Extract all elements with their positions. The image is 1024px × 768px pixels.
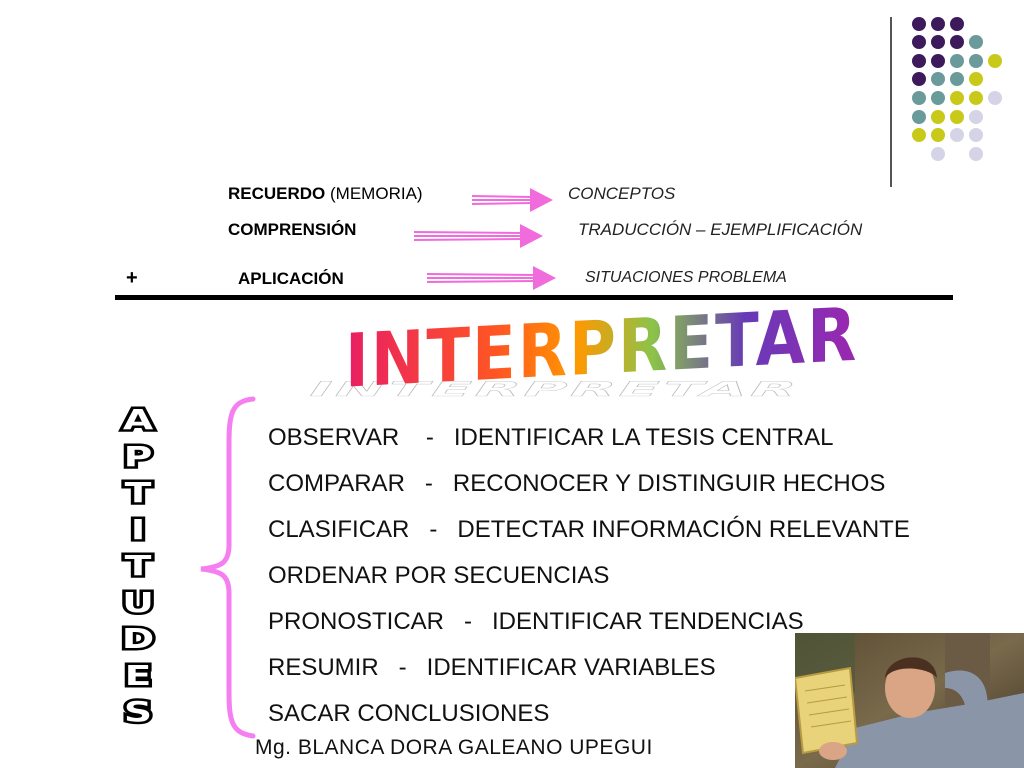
result-situaciones: SITUACIONES PROBLEMA — [585, 269, 787, 286]
level-recuerdo: RECUERDO (MEMORIA) — [228, 184, 423, 204]
dot — [950, 17, 964, 31]
dot — [969, 54, 983, 68]
level-comprension: COMPRENSIÓN — [228, 220, 356, 240]
list-item: ORDENAR POR SECUENCIAS — [268, 562, 610, 589]
side-letter: T — [121, 474, 155, 512]
dot — [969, 128, 983, 142]
list-item: PRONOSTICAR - IDENTIFICAR TENDENCIAS — [268, 608, 804, 635]
level-label: APLICACIÓN — [238, 269, 344, 288]
curly-brace — [200, 396, 256, 739]
side-letter: I — [127, 510, 149, 548]
dot — [912, 91, 926, 105]
side-letter: T — [121, 547, 155, 585]
dot — [969, 91, 983, 105]
dot — [931, 128, 945, 142]
vertical-divider — [890, 17, 892, 187]
list-item: CLASIFICAR - DETECTAR INFORMACIÓN RELEVA… — [268, 516, 910, 543]
arrow-icon — [426, 266, 556, 290]
result-traduccion: TRADUCCIÓN – EJEMPLIFICACIÓN — [578, 220, 863, 239]
level-aplicacion: APLICACIÓN — [238, 269, 344, 289]
side-letter: E — [121, 656, 155, 694]
dot — [988, 91, 1002, 105]
person-reading-icon — [795, 633, 1024, 768]
plus-sign: + — [126, 267, 138, 289]
dot — [912, 110, 926, 124]
photo-person-reading — [795, 633, 1024, 768]
dot — [931, 54, 945, 68]
dot — [931, 35, 945, 49]
arrow-icon — [413, 224, 543, 248]
dot — [950, 54, 964, 68]
dot — [931, 91, 945, 105]
dot — [969, 35, 983, 49]
result-conceptos: CONCEPTOS — [568, 184, 676, 203]
side-letter: S — [120, 693, 155, 731]
dot — [931, 110, 945, 124]
dot — [988, 54, 1002, 68]
level-label: RECUERDO — [228, 184, 326, 203]
dot — [912, 35, 926, 49]
level-label: COMPRENSIÓN — [228, 220, 357, 239]
dot — [931, 17, 945, 31]
dot — [950, 72, 964, 86]
aptitudes-list: OBSERVAR - IDENTIFICAR LA TESIS CENTRAL … — [268, 420, 910, 742]
list-item: COMPARAR - RECONOCER Y DISTINGUIR HECHOS — [268, 470, 886, 497]
dot — [912, 128, 926, 142]
dot — [969, 110, 983, 124]
level-extra: (MEMORIA) — [325, 184, 423, 203]
dot — [950, 110, 964, 124]
dot — [912, 72, 926, 86]
list-item: SACAR CONCLUSIONES — [268, 700, 550, 727]
dot — [969, 72, 983, 86]
side-letter: D — [118, 620, 158, 658]
side-letter: P — [120, 437, 156, 475]
list-item: OBSERVAR - IDENTIFICAR LA TESIS CENTRAL — [268, 424, 834, 451]
list-item: RESUMIR - IDENTIFICAR VARIABLES — [268, 654, 716, 681]
dot — [950, 35, 964, 49]
dot — [950, 128, 964, 142]
side-word-aptitudes: A P T I T U D E S — [118, 401, 158, 731]
author-name: Mg. BLANCA DORA GALEANO UPEGUI — [255, 736, 653, 759]
dot — [931, 72, 945, 86]
side-letter: A — [119, 401, 156, 439]
dot — [912, 54, 926, 68]
dot — [912, 17, 926, 31]
side-letter: U — [119, 583, 158, 621]
horizontal-rule — [115, 295, 953, 300]
dot — [931, 147, 945, 161]
dot — [969, 147, 983, 161]
arrow-icon — [471, 188, 553, 212]
dot — [950, 91, 964, 105]
